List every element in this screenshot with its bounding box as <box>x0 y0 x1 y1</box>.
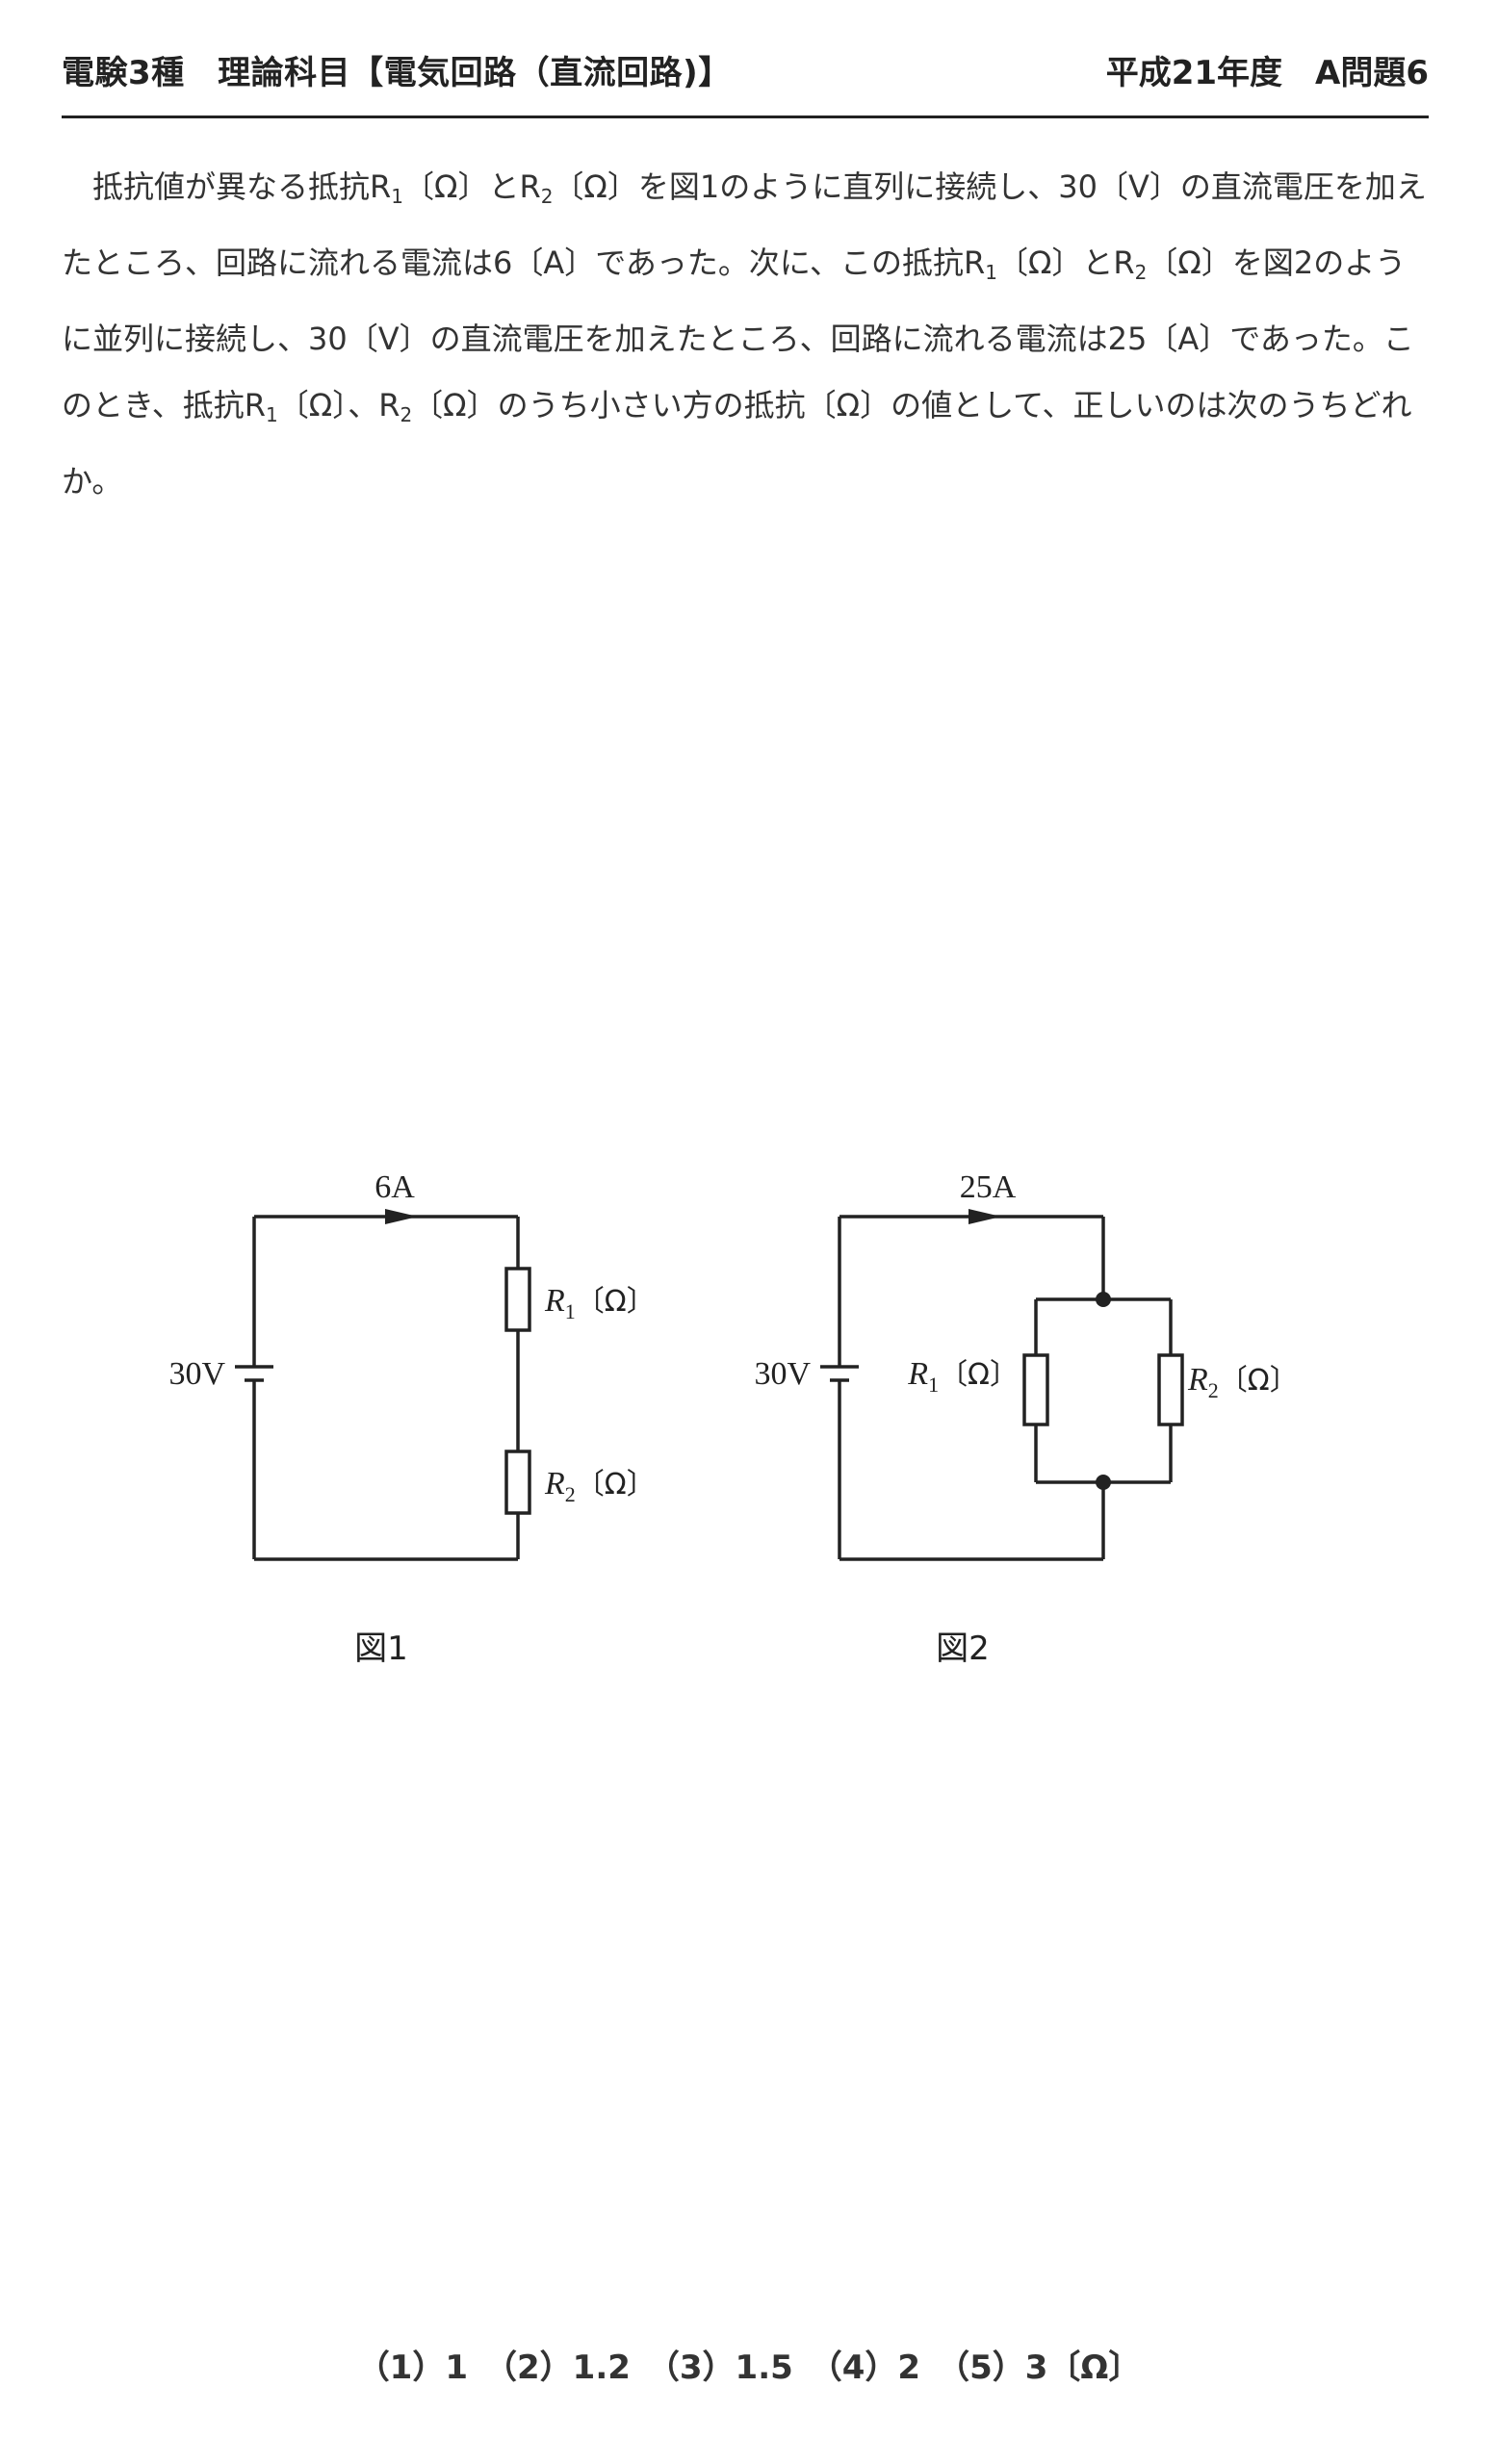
figure2-voltage-label: 30V <box>754 1356 811 1392</box>
resistor-r2 <box>1157 1353 1184 1426</box>
figure1-r1-label: R1〔Ω〕 <box>544 1283 656 1323</box>
subject-title: 電験3種 理論科目【電気回路（直流回路)】 <box>62 54 732 92</box>
exam-year-title: 平成21年度 A問題6 <box>1105 54 1429 92</box>
figure2-r2-label: R2〔Ω〕 <box>1187 1362 1299 1402</box>
question-paragraph: 抵抗値が異なる抵抗R1〔Ω〕とR2〔Ω〕を図1のように直列に接続し、30〔V〕の… <box>62 168 1427 500</box>
figure2-parallel-circuit: 25A 30V R1〔Ω〕 R2〔Ω〕 図2 <box>754 1169 1298 1668</box>
figure1-series-circuit: 6A 30V R1〔Ω〕 R2〔Ω〕 図1 <box>168 1169 655 1668</box>
answer-choices: （1）1 （2）1.2 （3）1.5 （4）2 （5）3〔Ω〕 <box>0 2341 1498 2388</box>
resistor-r1 <box>1022 1353 1049 1426</box>
figure2-caption: 図2 <box>936 1630 990 1668</box>
question-text: 抵抗値が異なる抵抗R1〔Ω〕とR2〔Ω〕を図1のように直列に接続し、30〔V〕の… <box>62 154 1429 515</box>
resistor-r1 <box>504 1267 531 1332</box>
figure1-caption: 図1 <box>354 1630 408 1668</box>
current-arrow-icon <box>969 1209 1001 1224</box>
junction-node <box>1096 1292 1111 1307</box>
current-arrow-icon <box>385 1209 418 1224</box>
figure1-current-label: 6A <box>374 1169 415 1205</box>
figure1-voltage-label: 30V <box>168 1356 225 1392</box>
page-header: 電験3種 理論科目【電気回路（直流回路)】 平成21年度 A問題6 <box>62 38 1429 118</box>
figure2-r1-label: R1〔Ω〕 <box>907 1356 1019 1397</box>
answer-choices-text: （1）1 （2）1.2 （3）1.5 （4）2 （5）3〔Ω〕 <box>356 2348 1142 2387</box>
figure2-current-label: 25A <box>960 1169 1017 1205</box>
resistor-r2 <box>504 1450 531 1515</box>
figure1-r2-label: R2〔Ω〕 <box>544 1466 656 1506</box>
circuit-diagrams: 6A 30V R1〔Ω〕 R2〔Ω〕 図1 25A 30V R1〔Ω〕 R2〔Ω… <box>168 1169 1298 1668</box>
